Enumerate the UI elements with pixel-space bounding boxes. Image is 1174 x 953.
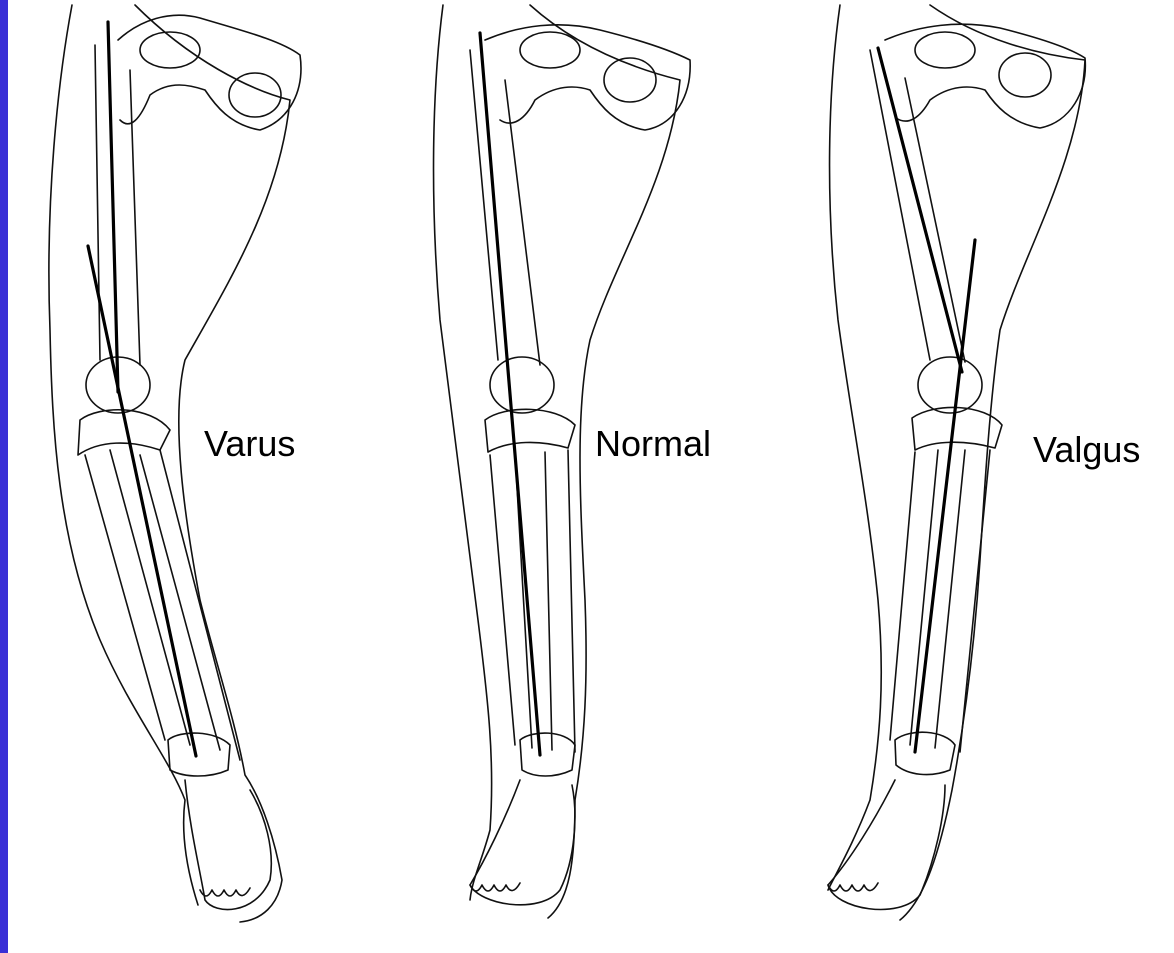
label-valgus: Valgus (1033, 429, 1140, 471)
label-normal: Normal (595, 423, 711, 465)
label-varus: Varus (204, 423, 295, 465)
